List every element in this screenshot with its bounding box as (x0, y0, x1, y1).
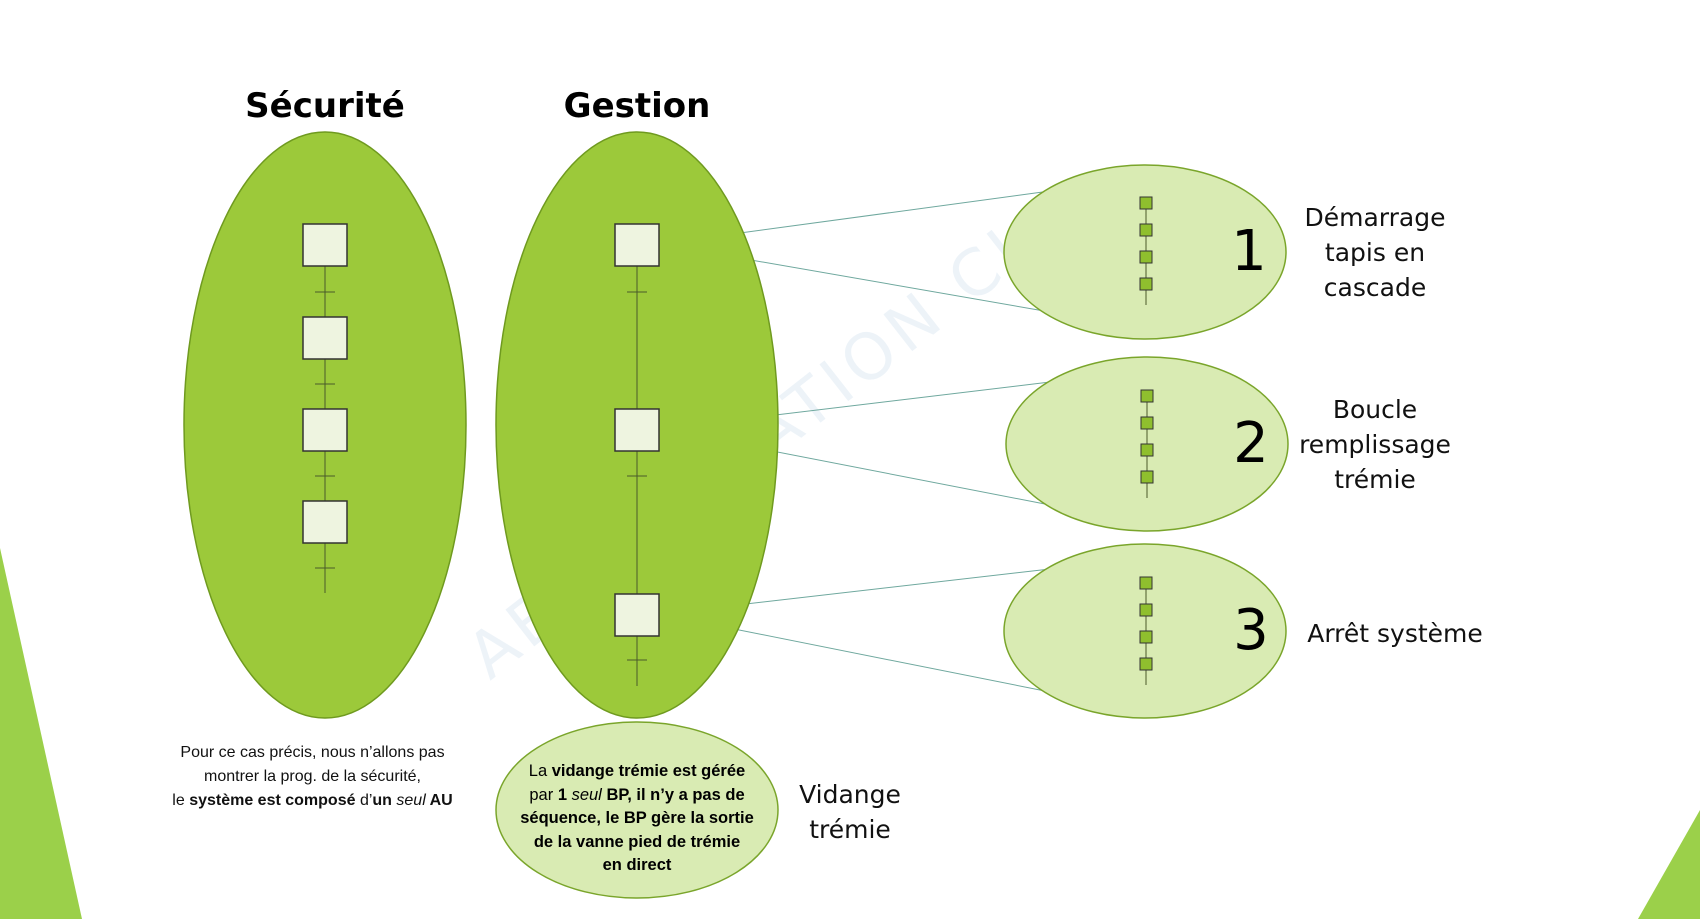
vid-text: par (529, 785, 558, 804)
vid-bold: vidange trémie est gérée (551, 762, 746, 780)
note-italic: seul (391, 792, 426, 809)
subsequence-2: 2 (1005, 356, 1289, 532)
gestion-step-1 (614, 223, 660, 267)
subsequence-3-label-line-1: Arrêt système (1307, 619, 1483, 648)
vid-bold: séquence, le BP gère la sortie (520, 809, 754, 827)
note-text: le (172, 792, 190, 809)
vidange-text-line-4: de la vanne pied de trémie (506, 831, 768, 855)
note-bold: un (372, 792, 392, 809)
securite-step-3 (302, 408, 348, 452)
securite-title: Sécurité (245, 86, 405, 126)
subsequence-3-label: Arrêt système (1300, 616, 1490, 651)
subsequence-2-label-line-1: Boucle (1332, 395, 1418, 424)
subsequence-2-label: Boucle remplissage trémie (1290, 392, 1460, 497)
gestion-step-2 (614, 408, 660, 452)
subsequence-2-label-line-3: trémie (1334, 465, 1416, 494)
note-text: d’ (355, 792, 373, 809)
securite-note-line-2: montrer la prog. de la sécurité, (204, 768, 421, 785)
vid-bold: de la vanne pied de trémie (533, 832, 741, 851)
subsequence-3: 3 (1003, 543, 1287, 719)
vid-italic: seul (567, 785, 602, 804)
vidange-text-line-2: par 1 seul BP, il n’y a pas de (506, 784, 768, 808)
subsequence-1-label-line-1: Démarrage (1304, 203, 1446, 232)
securite-step-1 (302, 223, 348, 267)
right-corner-accent (1638, 810, 1700, 919)
vidange-text-line-1: La vidange trémie est gérée (506, 760, 768, 784)
vidange-label-line-1: Vidange (799, 780, 901, 809)
vid-bold: BP, il n’y a pas de (601, 785, 745, 804)
gestion-step-3 (614, 593, 660, 637)
note-bold: système est composé (189, 792, 356, 809)
subsequence-1-number: 1 (1231, 219, 1267, 284)
securite-grafcet (315, 266, 335, 593)
gestion-grafcet (627, 266, 647, 686)
securite-step-2 (302, 316, 348, 360)
securite-step-4 (302, 500, 348, 544)
securite-note: Pour ce cas précis, nous n’allons pas mo… (140, 741, 485, 813)
securite-note-line-1: Pour ce cas précis, nous n’allons pas (180, 744, 445, 761)
subsequence-1-label: Démarrage tapis en cascade (1290, 200, 1460, 305)
vidange-label: Vidange trémie (780, 777, 920, 847)
vid-text: La (528, 762, 552, 780)
left-corner-accent (0, 548, 82, 919)
vid-bold: 1 (557, 785, 567, 804)
subsequence-2-number: 2 (1233, 411, 1269, 476)
subsequence-1-label-line-3: cascade (1323, 273, 1427, 302)
subsequence-1-label-line-2: tapis en (1324, 238, 1426, 267)
vidange-ellipse (495, 721, 779, 899)
subsequence-3-number: 3 (1233, 598, 1269, 663)
securite-note-line-3: le système est composé d’un seul AU (140, 789, 485, 813)
subsequence-2-label-line-2: remplissage (1299, 430, 1451, 459)
gestion-title: Gestion (563, 86, 711, 126)
vidange-text: La vidange trémie est gérée par 1 seul B… (506, 760, 768, 878)
subsequence-1: 1 (1003, 164, 1287, 340)
vid-bold: en direct (602, 856, 672, 874)
vidange-text-line-5: en direct (506, 854, 768, 878)
note-bold: AU (425, 792, 453, 809)
vidange-label-line-2: trémie (809, 815, 891, 844)
vidange-text-line-3: séquence, le BP gère la sortie (506, 807, 768, 831)
